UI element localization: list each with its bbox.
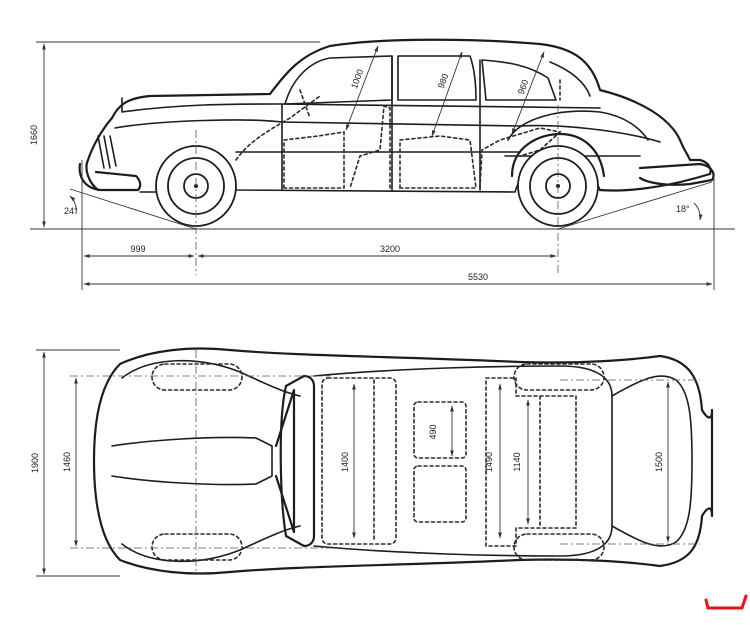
height-label: 1660 xyxy=(29,125,39,145)
middle-headroom-dim xyxy=(431,51,463,137)
top-body-outline xyxy=(92,347,714,575)
front-left-wheel-well xyxy=(151,363,243,391)
top-rear-deck xyxy=(611,375,693,547)
jump-seat-label: 490 xyxy=(428,424,438,439)
middle-headroom-label: 980 xyxy=(436,72,451,90)
front-headroom-dim xyxy=(345,45,379,131)
front-bumper xyxy=(78,162,142,192)
side-hood-line xyxy=(121,97,601,113)
rear-headroom-dim xyxy=(511,51,545,135)
side-view: 1660 24° 18° 1000 980 960 999 3200 5530 xyxy=(29,38,735,290)
jump-seat-right xyxy=(413,465,467,523)
front-grille xyxy=(97,135,117,169)
rear-compartment-label: 1140 xyxy=(512,452,522,471)
rear-seat-width-label: 1490 xyxy=(484,452,494,472)
top-hood-ridge xyxy=(111,436,273,486)
red-corner-mark xyxy=(704,594,748,610)
overall-length-label: 5530 xyxy=(468,272,488,282)
height-dimension: 1660 xyxy=(29,41,320,228)
front-right-wheel-well xyxy=(151,533,243,561)
rear-right-wheel-well xyxy=(513,533,605,561)
front-seat xyxy=(321,377,397,545)
departure-angle-line xyxy=(557,181,713,230)
side-body-outline xyxy=(85,38,712,192)
front-seat-width-label: 1400 xyxy=(340,452,350,472)
jump-seat-left xyxy=(413,401,467,459)
rear-left-wheel-well xyxy=(513,363,605,391)
top-hood xyxy=(121,359,301,563)
top-view: 1900 1460 1400 490 1490 1140 1500 xyxy=(30,347,714,577)
side-windows xyxy=(284,55,591,105)
rear-seat xyxy=(485,377,577,547)
side-interior-outline xyxy=(235,79,562,189)
front-overhang-label: 999 xyxy=(130,244,145,254)
rear-track-label: 1500 xyxy=(654,452,664,472)
width-label: 1900 xyxy=(30,453,40,473)
top-roof xyxy=(313,365,613,557)
wheelbase-label: 3200 xyxy=(380,244,400,254)
rear-wheel-skirt xyxy=(510,132,606,178)
departure-angle-label: 18° xyxy=(676,204,690,214)
approach-angle-line xyxy=(69,188,197,230)
rear-bumper xyxy=(638,162,715,186)
rear-headroom-label: 960 xyxy=(516,78,531,96)
front-track-label: 1460 xyxy=(62,452,72,472)
approach-angle-label: 24° xyxy=(64,206,78,216)
top-windshield xyxy=(274,374,316,548)
